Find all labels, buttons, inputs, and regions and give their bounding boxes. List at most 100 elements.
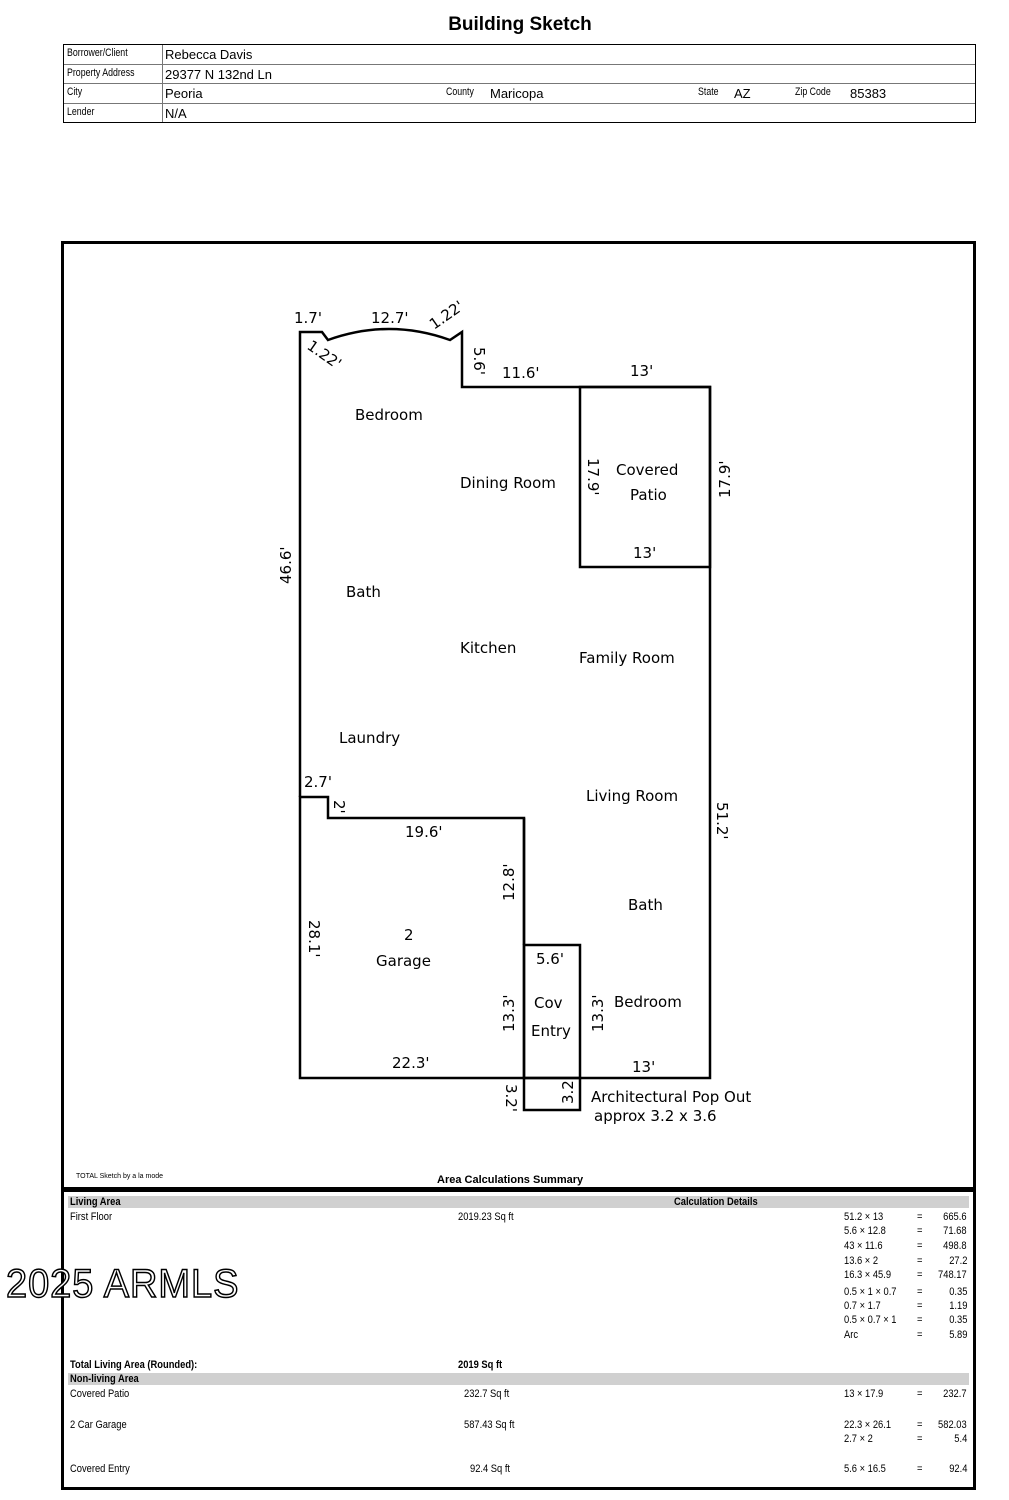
state-value: AZ — [734, 86, 751, 101]
calc-expression: 13.6 × 2 — [844, 1255, 879, 1267]
details-header: Calculation Details — [674, 1196, 758, 1208]
room-label: Architectural Pop Out — [591, 1088, 751, 1106]
dim-label: 17.9' — [584, 458, 602, 496]
room-label: Living Room — [586, 787, 678, 805]
calc-expression: 22.3 × 26.1 — [844, 1419, 892, 1431]
property-info-table: Borrower/Client Rebecca Davis Property A… — [63, 44, 976, 123]
entry-area: 92.4 Sq ft — [470, 1463, 511, 1475]
dim-label: 11.6' — [502, 364, 540, 382]
calc-expression: 5.6 × 16.5 — [844, 1463, 886, 1475]
room-label: Bedroom — [614, 993, 682, 1011]
dim-label: 13.3' — [589, 994, 607, 1032]
dim-label: 1.7' — [294, 309, 322, 327]
calc-result: 0.35 — [948, 1314, 967, 1326]
lender-label: Lender — [67, 105, 95, 118]
calc-equals: = — [917, 1433, 923, 1445]
dim-label: 3.2' — [502, 1084, 520, 1112]
room-label: approx 3.2 x 3.6 — [594, 1107, 717, 1125]
dim-label: 13' — [633, 544, 656, 562]
living-header: Living Area — [70, 1196, 121, 1208]
calc-equals: = — [917, 1388, 923, 1400]
lender-value: N/A — [165, 105, 187, 121]
room-label: Entry — [531, 1022, 571, 1040]
calc-expression: 16.3 × 45.9 — [844, 1269, 892, 1281]
calc-result: 27.2 — [948, 1255, 967, 1267]
borrower-value: Rebecca Davis — [165, 47, 253, 62]
calc-equals: = — [917, 1211, 923, 1223]
dim-label: 22.3' — [392, 1054, 430, 1072]
calc-equals: = — [917, 1329, 923, 1341]
nonliving-header-band: Non-living Area — [68, 1373, 969, 1385]
room-label: Garage — [376, 952, 431, 970]
calc-equals: = — [917, 1300, 923, 1312]
dim-label: 5.6' — [536, 950, 564, 968]
garage-outline — [298, 795, 526, 1080]
calc-expression: 0.5 × 0.7 × 1 — [844, 1314, 897, 1326]
dim-label: 13' — [632, 1058, 655, 1076]
garage-label: 2 Car Garage — [70, 1419, 127, 1431]
calc-result: 0.35 — [948, 1286, 967, 1298]
room-label: Bedroom — [355, 406, 423, 424]
calc-equals: = — [917, 1463, 923, 1475]
dim-label: 2.7' — [304, 773, 332, 791]
dim-label: 51.2' — [713, 802, 731, 840]
sketch-credit: TOTAL Sketch by a la mode — [76, 1173, 164, 1180]
total-label: Total Living Area (Rounded): — [70, 1359, 198, 1371]
garage-area: 587.43 Sq ft — [464, 1419, 515, 1431]
calc-result: 5.4 — [953, 1433, 967, 1445]
calc-result: 1.19 — [948, 1300, 967, 1312]
covered-patio-outline — [578, 385, 712, 569]
city-value: Peoria — [165, 86, 203, 101]
living-area-header: Living Area Calculation Details — [68, 1196, 969, 1208]
room-label: Dining Room — [460, 474, 556, 492]
first-floor-area: 2019.23 Sq ft — [458, 1211, 514, 1223]
city-label: City — [67, 86, 83, 98]
dim-label: 13.3' — [500, 994, 518, 1032]
calc-result: 665.6 — [943, 1211, 967, 1223]
dim-label: 17.9' — [716, 460, 734, 498]
calc-result: 5.89 — [948, 1329, 967, 1341]
room-label: Bath — [346, 583, 381, 601]
room-label: Laundry — [339, 729, 400, 747]
room-label: Cov — [534, 994, 563, 1012]
watermark: 2025 ARMLS — [5, 1261, 240, 1307]
calc-equals: = — [917, 1255, 923, 1267]
calc-expression: 0.5 × 1 × 0.7 — [844, 1286, 897, 1298]
calc-expression: 43 × 11.6 — [844, 1240, 883, 1252]
summary-title: Area Calculations Summary — [437, 1174, 584, 1186]
area-calculations: Living Area Calculation Details First Fl… — [61, 1188, 976, 1490]
county-label: County — [446, 86, 474, 98]
living-area-outline — [298, 327, 712, 1080]
borrower-label: Borrower/Client — [67, 47, 128, 59]
calc-result: 71.68 — [943, 1225, 967, 1237]
room-label: Bath — [628, 896, 663, 914]
calc-expression: Arc — [844, 1329, 859, 1341]
calc-result: 92.4 — [948, 1463, 967, 1475]
patio-label: Covered Patio — [70, 1388, 130, 1400]
dim-label: 2' — [330, 800, 348, 814]
nonliving-header: Non-living Area — [70, 1373, 139, 1385]
room-label: Kitchen — [460, 639, 516, 657]
calc-expression: 0.7 × 1.7 — [844, 1300, 881, 1312]
room-label: 2 — [404, 926, 414, 944]
borrower-row: Borrower/Client Rebecca Davis — [64, 45, 975, 65]
address-value: 29377 N 132nd Ln — [165, 66, 272, 82]
dim-label: 28.1' — [305, 920, 323, 958]
dim-label: 12.8' — [500, 863, 518, 901]
dim-label: 13' — [630, 362, 653, 380]
room-label: Patio — [630, 486, 667, 504]
calc-result: 232.7 — [943, 1388, 967, 1400]
calc-equals: = — [917, 1240, 923, 1252]
lender-row: Lender N/A — [64, 104, 975, 124]
calc-expression: 2.7 × 2 — [844, 1433, 873, 1445]
room-label: Family Room — [579, 649, 675, 667]
address-row: Property Address 29377 N 132nd Ln — [64, 65, 975, 84]
dim-label: 1.22' — [426, 297, 467, 333]
first-floor-label: First Floor — [70, 1211, 113, 1223]
calc-expression: 51.2 × 13 — [844, 1211, 884, 1223]
dim-label: 1.22' — [304, 337, 345, 373]
zip-label: Zip Code — [795, 86, 831, 98]
address-label: Property Address — [67, 66, 135, 79]
dim-label: 12.7' — [371, 309, 409, 327]
calc-equals: = — [917, 1225, 923, 1237]
